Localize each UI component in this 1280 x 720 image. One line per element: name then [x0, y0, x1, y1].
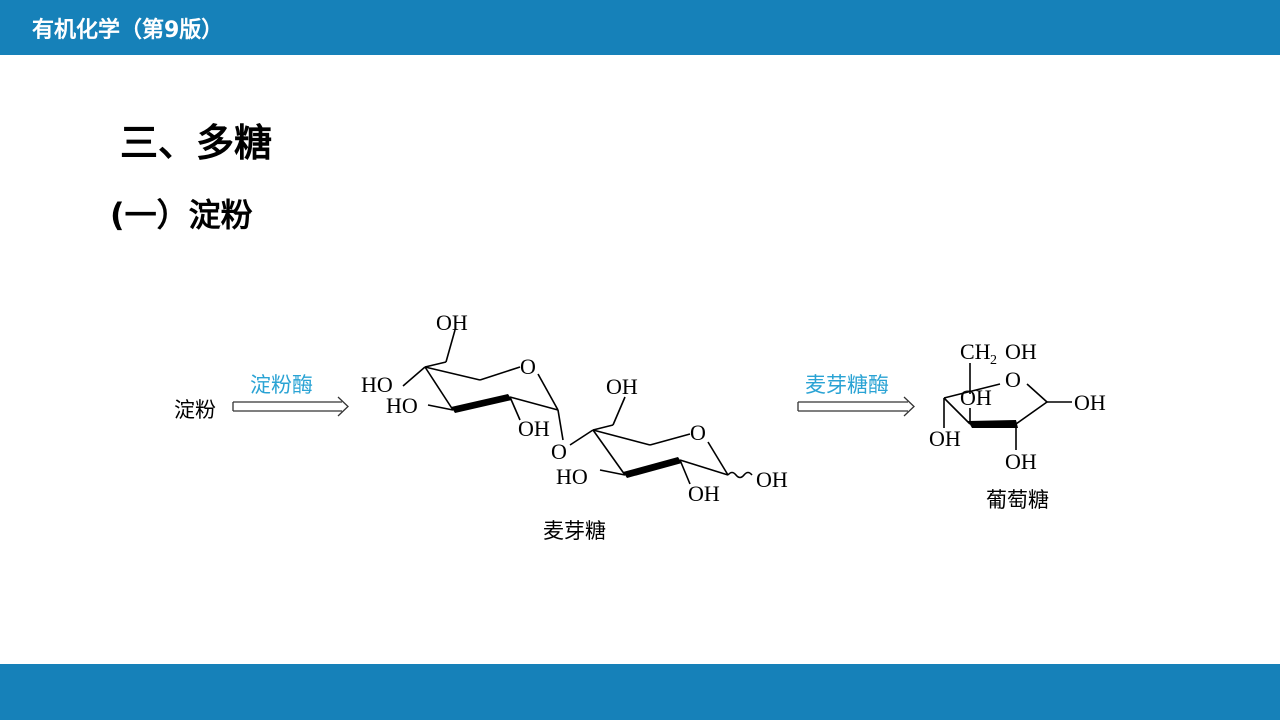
- footer-bar: [0, 664, 1280, 720]
- maltose-glycosidic-o: O: [551, 439, 567, 464]
- section-title: 三、多糖: [120, 121, 273, 165]
- subsection-title: (一）淀粉: [110, 196, 253, 234]
- enzyme2-label: 麦芽糖酶: [805, 373, 889, 397]
- glucose-oh-c1: OH: [1074, 390, 1106, 415]
- glucose-oh-c4: OH: [960, 385, 992, 410]
- maltose-ho-ring2: HO: [556, 464, 588, 489]
- maltose-oh-ring1-c2: OH: [518, 416, 550, 441]
- glucose-ch2: CH: [960, 339, 991, 364]
- maltose-ho-ring1-a: HO: [361, 372, 393, 397]
- intermediate-label: 麦芽糖: [543, 519, 606, 543]
- maltose-ring-1-bold-edge: [451, 394, 512, 413]
- enzyme1-label: 淀粉酶: [250, 373, 313, 397]
- reactant-label: 淀粉: [174, 398, 216, 422]
- maltose-oh-ring2-ch2: OH: [606, 374, 638, 399]
- glucose-oh-c2: OH: [1005, 449, 1037, 474]
- product-label: 葡萄糖: [986, 488, 1049, 512]
- maltose-wavy-bond: [727, 471, 753, 479]
- maltose-ring-2: [569, 396, 729, 485]
- header-bar: [0, 0, 1280, 55]
- glucose-ch2-subscript: 2: [990, 353, 997, 368]
- course-title: 有机化学（第9版）: [32, 18, 224, 43]
- reaction-arrow-2: [797, 396, 915, 417]
- glucose-oh-ch2: OH: [1005, 339, 1037, 364]
- glucose-oh-c3: OH: [929, 426, 961, 451]
- maltose-ring1-o: O: [520, 354, 536, 379]
- glucose-ring-bold-edge: [968, 420, 1018, 428]
- maltose-oh-ring2-c1: OH: [756, 467, 788, 492]
- maltose-ring-2-bold-edge: [623, 457, 682, 478]
- maltose-ring-2-wedge: [592, 424, 614, 431]
- maltose-ring-1: [402, 329, 564, 441]
- maltose-ring2-o: O: [690, 420, 706, 445]
- maltose-ring-1-wedge: [424, 361, 447, 368]
- maltose-oh-ring1-ch2: OH: [436, 310, 468, 335]
- reaction-arrow-1: [232, 396, 349, 417]
- glucose-ring-o: O: [1005, 367, 1021, 392]
- maltose-oh-ring2-c2: OH: [688, 481, 720, 506]
- maltose-ho-ring1-b: HO: [386, 393, 418, 418]
